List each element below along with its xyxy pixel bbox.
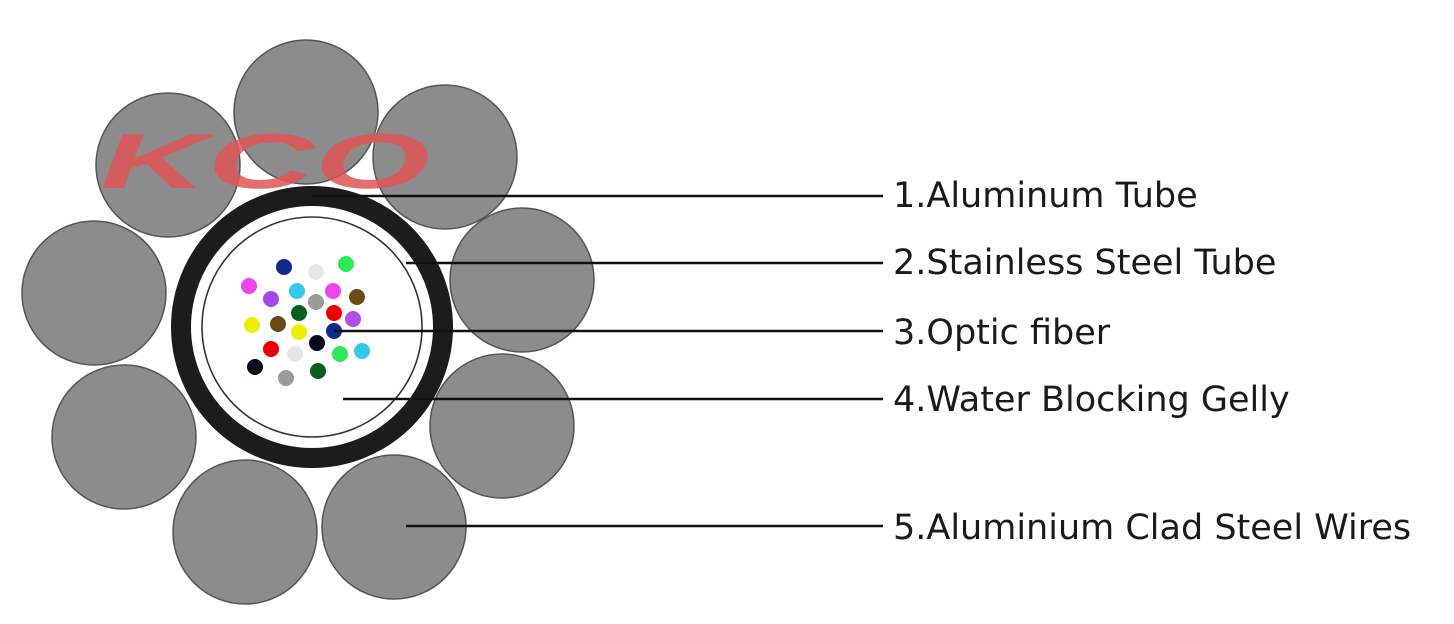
stainless-steel-tube-ring bbox=[201, 216, 423, 438]
optic-fiber bbox=[291, 305, 307, 321]
optic-fiber bbox=[345, 311, 361, 327]
optic-fiber bbox=[276, 259, 292, 275]
label-aluminium-clad-steel-wires: 5.Aluminium Clad Steel Wires bbox=[893, 508, 1411, 548]
optic-fiber bbox=[308, 264, 324, 280]
optic-fiber-bundle bbox=[241, 256, 370, 386]
steel-wire bbox=[95, 92, 241, 238]
optic-fiber bbox=[263, 291, 279, 307]
steel-wire bbox=[233, 39, 379, 185]
label-optic-fiber: 3.Optic fiber bbox=[893, 313, 1111, 353]
optic-fiber bbox=[289, 283, 305, 299]
optic-fiber bbox=[326, 305, 342, 321]
optic-fiber bbox=[349, 289, 365, 305]
optic-fiber bbox=[308, 294, 324, 310]
optic-fiber bbox=[332, 346, 348, 362]
leader-lines bbox=[312, 194, 883, 528]
optic-fiber bbox=[291, 324, 307, 340]
optic-fiber bbox=[263, 341, 279, 357]
watermark-logo: KCO bbox=[100, 117, 430, 205]
optic-fiber bbox=[310, 363, 326, 379]
steel-wire bbox=[449, 207, 595, 353]
steel-wire bbox=[172, 459, 318, 605]
steel-wires-layer bbox=[21, 39, 595, 605]
optic-fiber bbox=[278, 370, 294, 386]
optic-fiber bbox=[354, 343, 370, 359]
optic-fiber bbox=[325, 283, 341, 299]
steel-wire bbox=[21, 220, 167, 366]
labels: 1.Aluminum Tube 2.Stainless Steel Tube 3… bbox=[893, 176, 1411, 548]
optic-fiber bbox=[241, 278, 257, 294]
optic-fiber bbox=[244, 317, 260, 333]
optic-fiber bbox=[309, 335, 325, 351]
steel-wire bbox=[372, 84, 518, 230]
optic-fiber bbox=[287, 346, 303, 362]
optic-fiber bbox=[338, 256, 354, 272]
optic-fiber bbox=[247, 359, 263, 375]
label-water-blocking-gelly: 4.Water Blocking Gelly bbox=[893, 380, 1290, 420]
label-aluminum-tube: 1.Aluminum Tube bbox=[893, 176, 1198, 216]
steel-wire bbox=[429, 353, 575, 499]
label-stainless-steel-tube: 2.Stainless Steel Tube bbox=[893, 243, 1276, 283]
optic-fiber bbox=[270, 316, 286, 332]
steel-wire bbox=[51, 364, 197, 510]
